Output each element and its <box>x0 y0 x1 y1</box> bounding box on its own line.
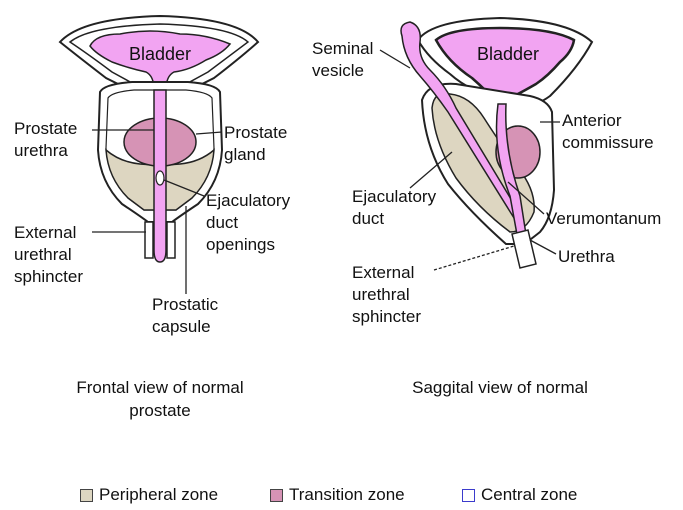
transition-zone-swatch <box>270 489 283 502</box>
frontal-caption: Frontal view of normal prostate <box>40 376 280 422</box>
label-ejaculatory-duct: Ejaculatory duct <box>352 186 436 230</box>
peripheral-zone-swatch <box>80 489 93 502</box>
label-prostatic-capsule: Prostatic capsule <box>152 294 218 338</box>
label-ejaculatory-openings: Ejaculatory duct openings <box>206 190 290 256</box>
label-seminal-vesicle: Seminal vesicle <box>312 38 373 82</box>
frontal-bladder-label: Bladder <box>129 44 191 64</box>
legend-central-zone: Central zone <box>462 484 577 506</box>
sagittal-bladder-label: Bladder <box>477 44 539 64</box>
legend-transition-zone: Transition zone <box>270 484 405 506</box>
label-anterior-commissure: Anterior commissure <box>562 110 654 154</box>
sagittal-caption: Saggital view of normal <box>380 376 620 399</box>
frontal-sphincter-right <box>167 222 175 258</box>
frontal-sphincter-left <box>145 222 153 258</box>
leader-sagittal-sphincter <box>434 246 514 270</box>
label-frontal-external-sphincter: External urethral sphincter <box>14 222 83 288</box>
legend-peripheral-zone: Peripheral zone <box>80 484 218 506</box>
label-urethra: Urethra <box>558 246 615 268</box>
central-zone-swatch <box>462 489 475 502</box>
label-sagittal-external-sphincter: External urethral sphincter <box>352 262 421 328</box>
label-verumontanum: Verumontanum <box>546 208 661 230</box>
label-prostate-gland: Prostate gland <box>224 122 287 166</box>
frontal-ejaculatory-opening <box>156 171 164 185</box>
label-prostate-urethra: Prostate urethra <box>14 118 77 162</box>
